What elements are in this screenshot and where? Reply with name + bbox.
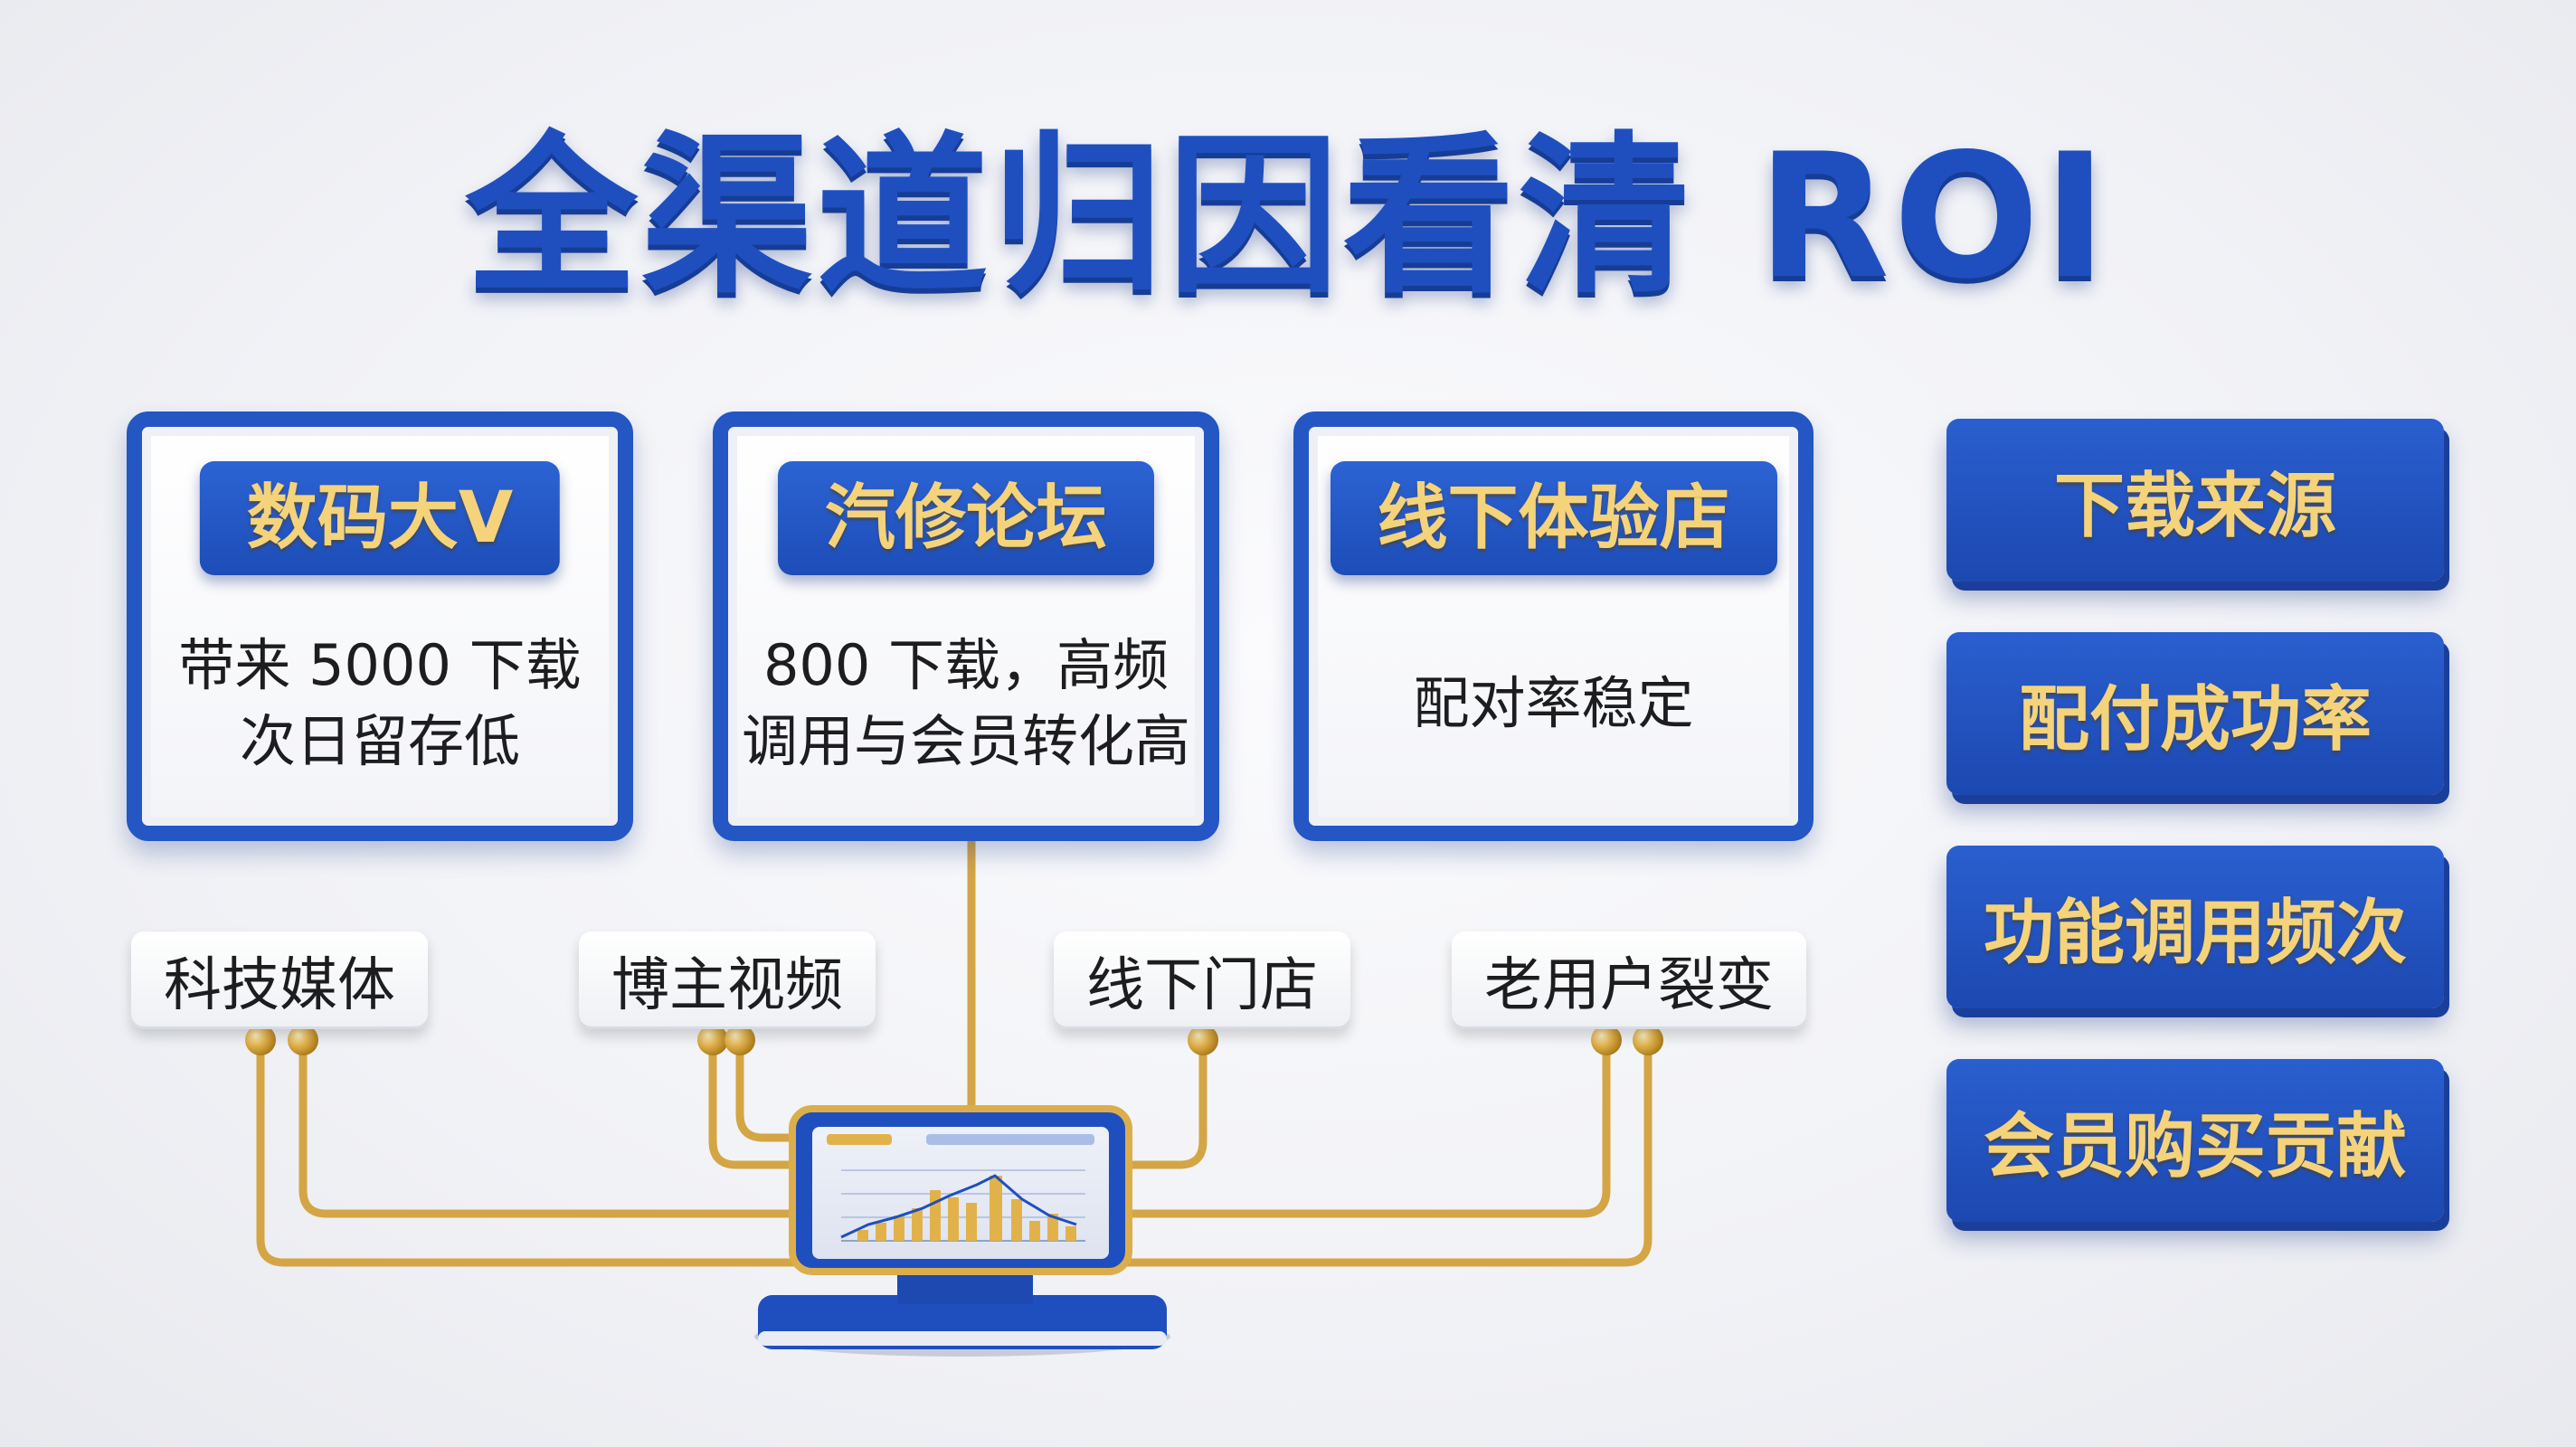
metric-feature-call-frequency: 功能调用频次 [1946,846,2444,1008]
panel-tag: 数码大V [199,461,561,575]
metric-membership-contribution: 会员购买贡献 [1946,1059,2444,1222]
panel-desc-line: 配对率稳定 [1413,669,1694,736]
pipe-referral-outer [1113,1037,1653,1267]
panel-desc-line: 调用与会员转化高 [741,707,1190,774]
pipe-offline-store [1113,1037,1208,1169]
knob [288,1025,318,1055]
knob [245,1025,276,1055]
panel-description: 800 下载，高频 调用与会员转化高 [728,608,1204,799]
panel-desc-line: 800 下载，高频 [762,631,1170,698]
pipe-referral-inner [1113,1037,1611,1218]
pipe-tech-media-inner [298,1037,800,1218]
panel-desc-line: 带来 5000 下载 [178,631,582,698]
connector-pipes [256,791,1653,1267]
knob [1591,1025,1622,1055]
page-title: 全渠道归因看清 ROI [465,117,2111,317]
knob [1633,1025,1663,1055]
panel-digital-influencer: 数码大V 带来 5000 下载 次日留存低 [127,411,633,841]
panel-tag: 汽修论坛 [777,461,1155,575]
mini-trend-line [840,1174,1077,1239]
panel-description: 带来 5000 下载 次日留存低 [142,608,618,799]
panel-offline-experience-store: 线下体验店 配对率稳定 [1293,411,1814,841]
panel-desc-line: 次日留存低 [239,707,520,774]
knob [697,1025,728,1055]
channel-chip-offline-store: 线下门店 [1054,932,1350,1029]
panel-auto-repair-forum: 汽修论坛 800 下载，高频 调用与会员转化高 [713,411,1219,841]
mini-bar-chart [857,1176,1076,1241]
channel-chip-blogger-video: 博主视频 [579,932,876,1029]
knob [1188,1025,1218,1055]
dashboard-device [754,1105,1170,1357]
knob [724,1025,755,1055]
panel-description: 配对率稳定 [1309,608,1798,799]
pipe-tech-media-outer [256,1037,800,1267]
channel-chip-tech-media: 科技媒体 [131,932,428,1029]
metric-download-source: 下载来源 [1946,419,2444,582]
pipe-blogger-outer [708,1037,800,1169]
channel-chip-user-referral: 老用户裂变 [1452,932,1806,1029]
pipe-blogger-inner [735,1037,800,1142]
panel-tag: 线下体验店 [1330,461,1777,575]
metric-pairing-success-rate: 配付成功率 [1946,632,2444,795]
